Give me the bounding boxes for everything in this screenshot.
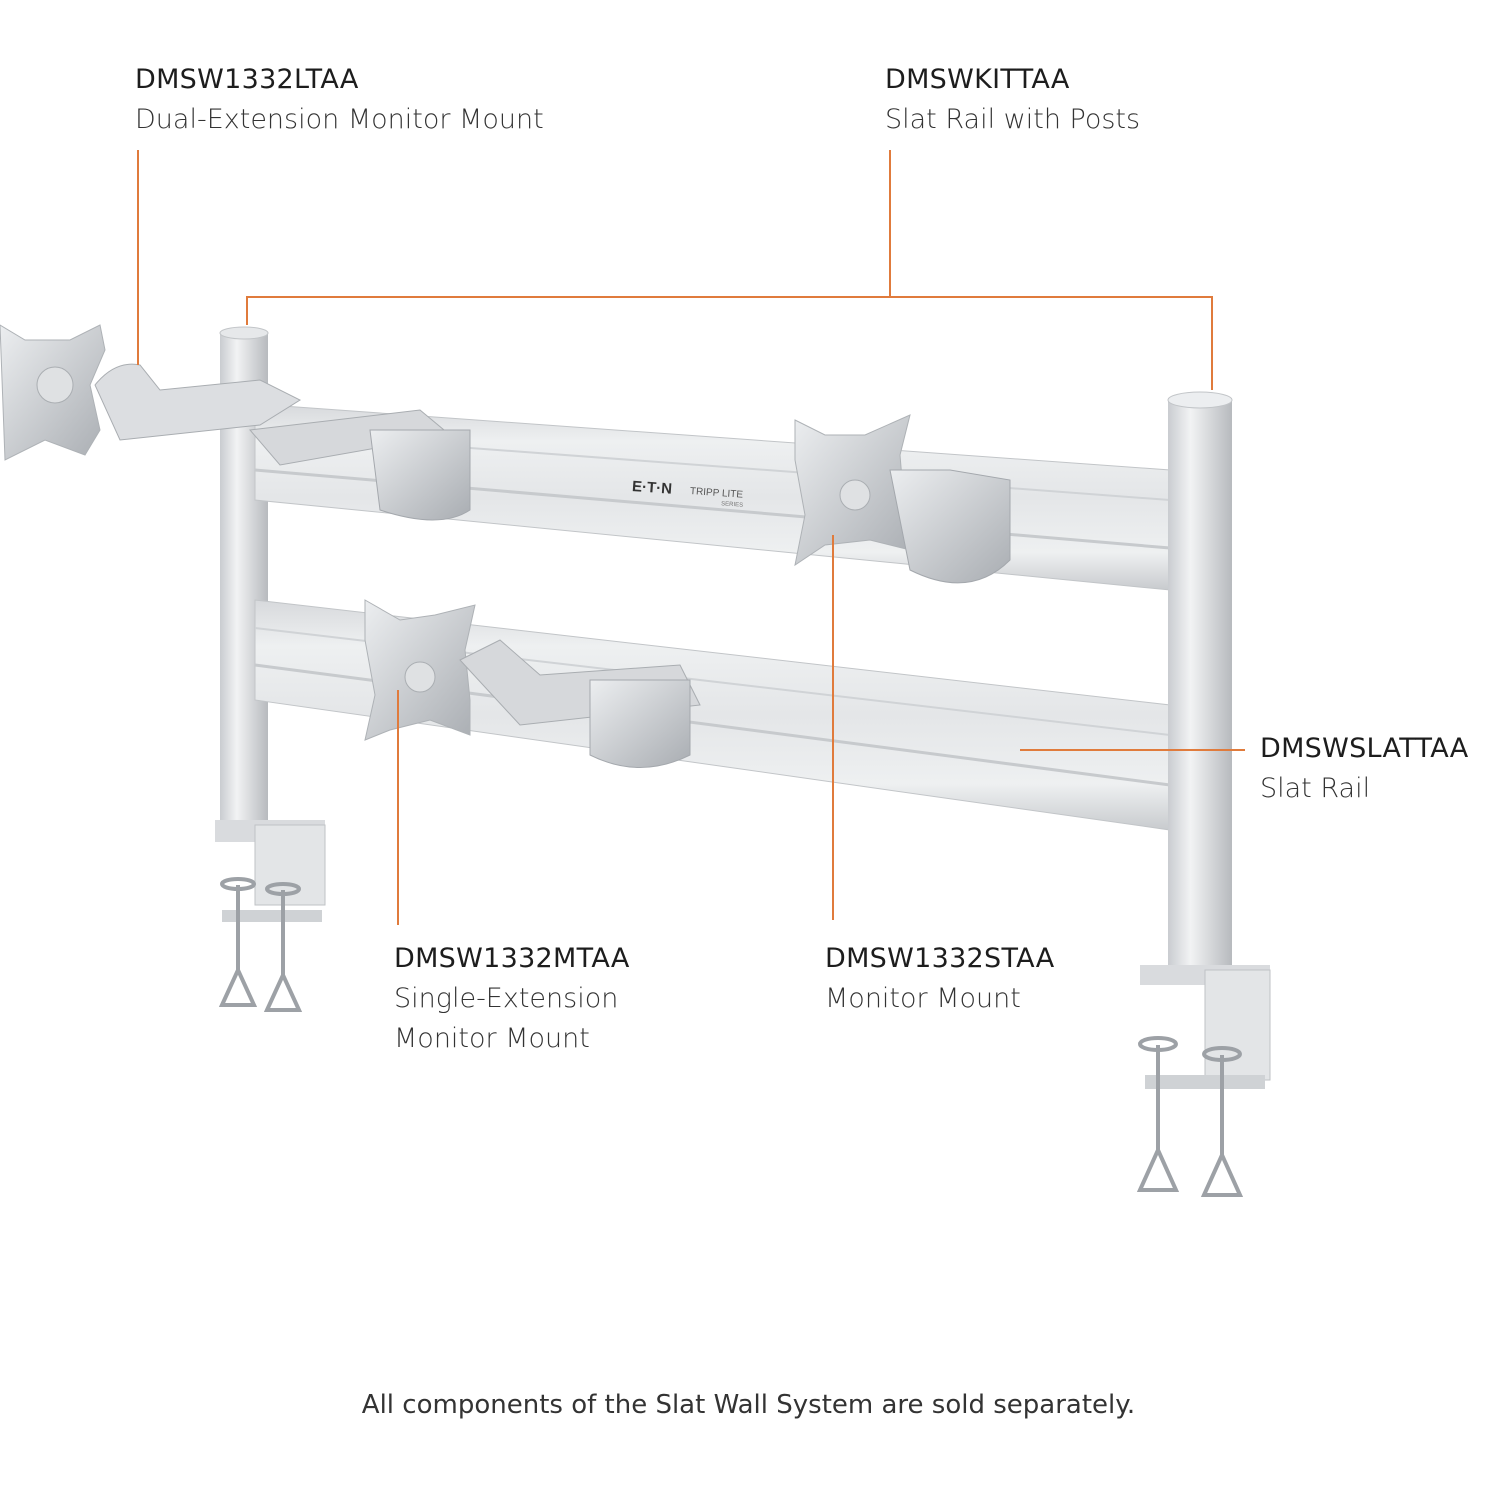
callout-dual-extension: DMSW1332LTAA Dual-Extension Monitor Moun… xyxy=(135,60,544,140)
monitor-mount xyxy=(794,414,1011,584)
single-extension-mount xyxy=(364,599,701,768)
part-code: DMSWKITTAA xyxy=(885,64,1070,95)
part-code: DMSW1332LTAA xyxy=(135,64,359,95)
part-code: DMSW1332MTAA xyxy=(394,943,630,974)
leader-kit xyxy=(246,296,1213,390)
part-code: DMSWSLATTAA xyxy=(1260,733,1469,764)
footer-note: All components of the Slat Wall System a… xyxy=(361,1390,1136,1420)
svg-text:E·T·N: E·T·N xyxy=(632,478,673,498)
part-description: Monitor Mount xyxy=(825,983,1021,1014)
left-clamp-screws xyxy=(218,877,303,1012)
right-post xyxy=(1136,391,1271,1197)
dual-extension-mount xyxy=(0,324,471,521)
part-description: Dual-Extension Monitor Mount xyxy=(135,104,544,135)
callout-monitor-mount: DMSW1332STAA Monitor Mount xyxy=(825,939,1054,1019)
part-description-line2: Monitor Mount xyxy=(394,1023,590,1054)
eaton-tripp-lite-logo: E·T·N TRIPP LITE SERIES xyxy=(632,478,744,509)
part-description: Slat Rail xyxy=(1260,773,1371,804)
svg-text:SERIES: SERIES xyxy=(721,501,743,509)
svg-text:TRIPP LITE: TRIPP LITE xyxy=(690,486,744,501)
part-description: Slat Rail with Posts xyxy=(885,104,1141,135)
callout-single-extension: DMSW1332MTAA Single-Extension Monitor Mo… xyxy=(394,939,630,1059)
leader-lines xyxy=(137,150,1245,925)
callout-kit: DMSWKITTAA Slat Rail with Posts xyxy=(885,60,1140,140)
part-code: DMSW1332STAA xyxy=(825,943,1055,974)
callout-slat-rail: DMSWSLATTAA Slat Rail xyxy=(1260,729,1469,809)
right-clamp-screws xyxy=(1136,1036,1244,1197)
part-description-line1: Single-Extension xyxy=(394,983,619,1014)
